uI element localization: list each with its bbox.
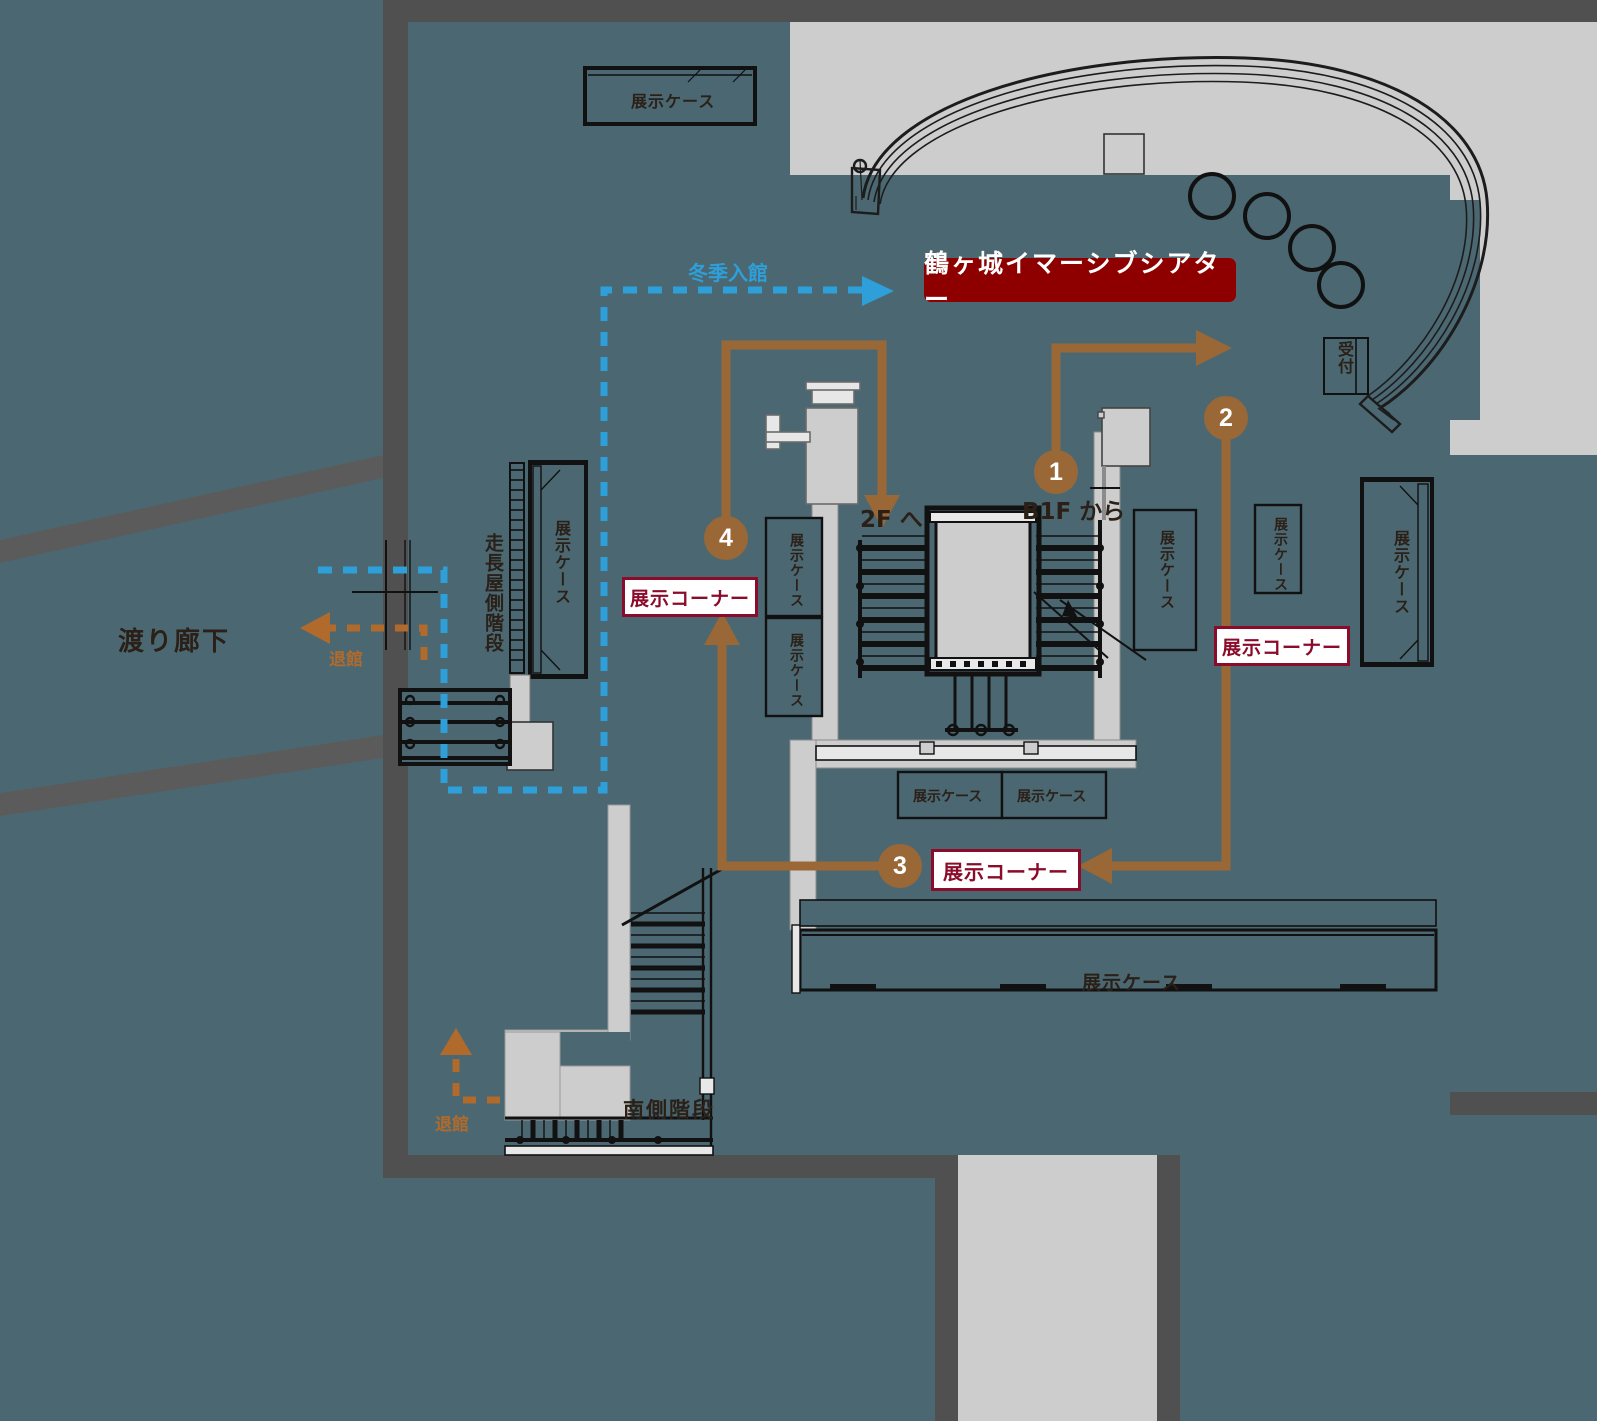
exhibit-corner-badge-2[interactable]: 展示コーナー — [1214, 626, 1350, 666]
winter-entry-route — [318, 286, 862, 794]
step-marker-3[interactable]: 3 — [878, 844, 922, 888]
case-label-west-tall: 展示ケース — [552, 520, 571, 605]
case-label-bottom-1: 展示ケース — [913, 789, 983, 805]
case-label-top: 展示ケース — [631, 92, 716, 111]
route2-arrowhead — [1078, 848, 1112, 884]
west-stairs-label: 走長屋側階段 — [482, 533, 504, 653]
case-bottom-wide-shape — [791, 899, 1438, 994]
b1f-fixture — [1090, 407, 1151, 520]
reception-label: 受付 — [1335, 341, 1354, 375]
corridor-label: 渡り廊下 — [118, 627, 231, 657]
case-label-mid-w-2: 展示ケース — [788, 633, 804, 708]
to-2f-label: 2F へ — [860, 507, 923, 533]
corridor-bars — [0, 455, 383, 816]
case-label-mid-w-1: 展示ケース — [788, 533, 804, 608]
south-stair — [504, 804, 723, 1156]
west-lift-rails — [398, 688, 512, 766]
winter-entry-label: 冬季入館 — [688, 261, 768, 285]
exit-upper-arrowhead — [300, 612, 330, 644]
theater-seats — [1188, 172, 1365, 309]
step-marker-2[interactable]: 2 — [1204, 396, 1248, 440]
page-title: 鶴ヶ城イマーシブシアター — [924, 249, 1236, 314]
step-marker-4[interactable]: 4 — [704, 516, 748, 560]
mid-display-cases — [764, 503, 1303, 718]
south-stairs-label: 南側階段 — [623, 1098, 715, 1122]
corridor-threshold — [352, 540, 438, 650]
exhibit-corner-badge-4[interactable]: 展示コーナー — [622, 577, 758, 617]
exhibit-corner-badge-3[interactable]: 展示コーナー — [931, 849, 1081, 891]
case-label-bottom-2: 展示ケース — [1017, 789, 1087, 805]
case-label-bottom-wide: 展示ケース — [1082, 972, 1182, 994]
from-b1f-label: B1F から — [1022, 499, 1126, 525]
step-marker-1[interactable]: 1 — [1034, 450, 1078, 494]
tour-routes — [717, 340, 1231, 871]
reception-desk — [1323, 337, 1369, 395]
route4-arrowhead — [864, 495, 900, 528]
exit-lower-arrowhead — [440, 1028, 472, 1055]
winter-entry-arrowhead — [862, 276, 894, 306]
route3-arrowhead — [704, 612, 740, 645]
route1-arrowhead — [1196, 330, 1232, 366]
theater-fixture — [1103, 133, 1145, 175]
case-label-east-tall: 展示ケース — [1391, 530, 1410, 615]
exit-label-lower: 退館 — [435, 1115, 469, 1135]
exit-route-lower — [452, 1055, 500, 1104]
exit-route-upper — [330, 624, 428, 660]
theater-curved-wall — [850, 56, 1490, 434]
case-label-mid-e-1: 展示ケース — [1158, 530, 1176, 610]
case-label-mid-e-2: 展示ケース — [1272, 517, 1288, 592]
exit-label-upper: 退館 — [329, 650, 363, 670]
case-top-shape — [583, 66, 757, 126]
case-east-tall-shape — [1360, 477, 1434, 667]
